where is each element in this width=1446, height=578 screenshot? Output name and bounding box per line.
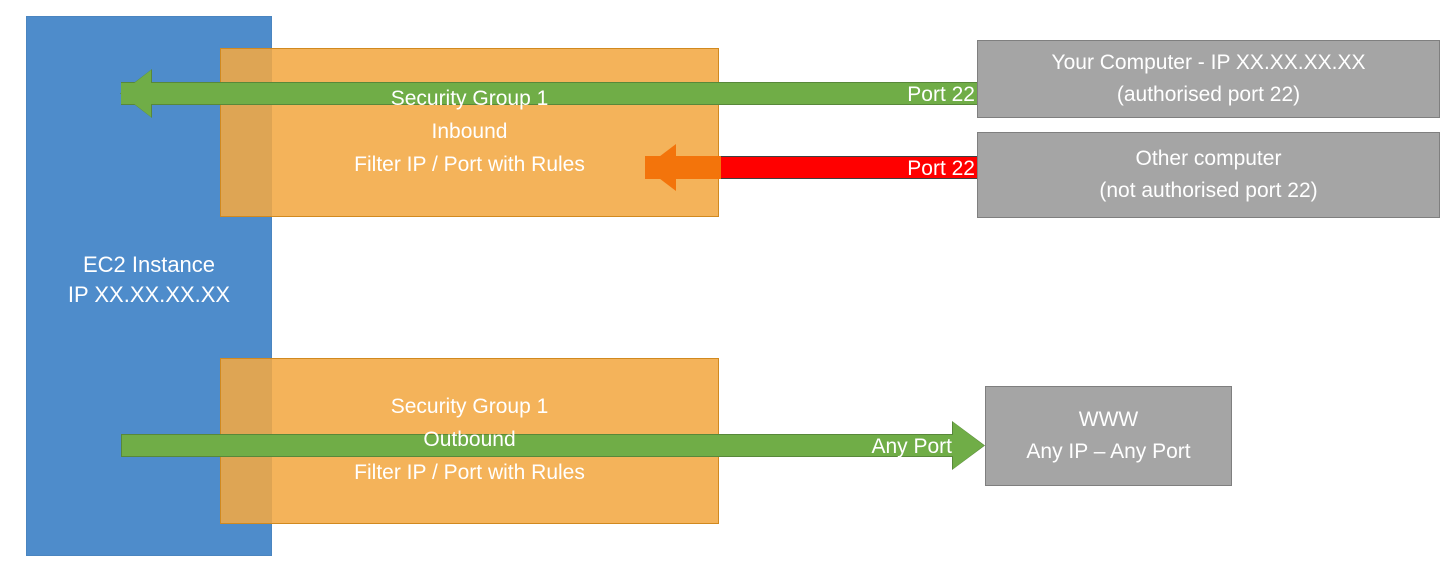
- external-node-other-computer: Other computer (not authorised port 22): [977, 132, 1440, 218]
- security-group-inbound-box: [220, 48, 719, 217]
- blocked-inbound-flow-bar: [718, 156, 977, 179]
- other-computer-line2: (not authorised port 22): [1099, 179, 1318, 202]
- your-computer-line1: Your Computer - IP XX.XX.XX.XX: [1051, 51, 1366, 74]
- ec2-instance-label: EC2 Instance IP XX.XX.XX.XX: [26, 250, 272, 310]
- ec2-instance-name: EC2 Instance: [82, 252, 216, 277]
- other-computer-line1: Other computer: [1135, 147, 1282, 170]
- allowed-inbound-flow-bar: [121, 82, 977, 105]
- www-line1: WWW: [1078, 408, 1139, 431]
- your-computer-line2: (authorised port 22): [1116, 83, 1301, 106]
- allowed-outbound-flow-bar: [121, 434, 963, 457]
- ec2-instance-ip: IP XX.XX.XX.XX: [67, 282, 231, 307]
- allowed-outbound-arrowhead-icon: [953, 422, 984, 469]
- external-node-www: WWW Any IP – Any Port: [985, 386, 1232, 486]
- external-node-your-computer: Your Computer - IP XX.XX.XX.XX (authoris…: [977, 40, 1440, 118]
- www-line2: Any IP – Any Port: [1026, 440, 1191, 463]
